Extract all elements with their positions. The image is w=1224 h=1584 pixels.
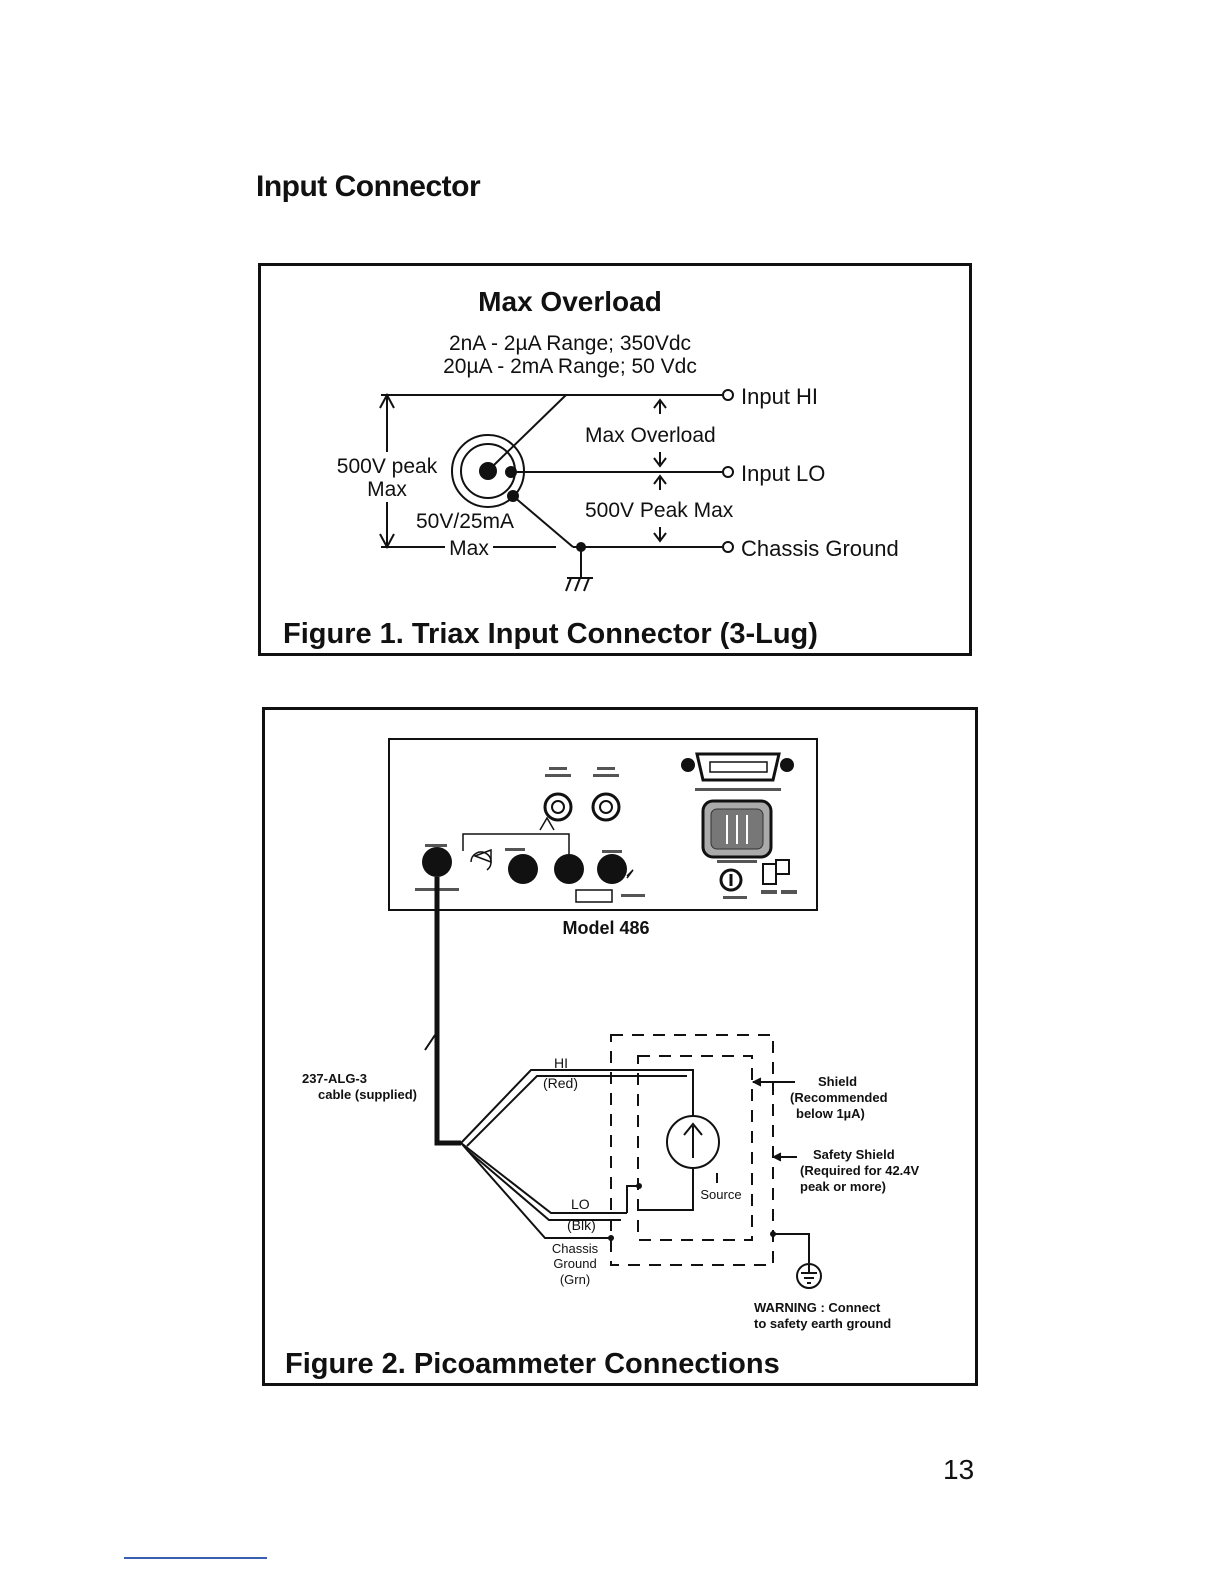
- shield-label-1: Shield: [818, 1074, 857, 1089]
- max-overload-label: Max Overload: [585, 424, 716, 447]
- figure-2-picoammeter-connections: Model 486 237-ALG-3 cable (supplied) HI …: [262, 707, 978, 1386]
- figure-2-diagram: Model 486 237-ALG-3 cable (supplied) HI …: [285, 738, 920, 1380]
- shield-label-3: below 1µA): [796, 1106, 865, 1121]
- safety-shield-label-3: peak or more): [800, 1179, 886, 1194]
- figure-1-diagram: Max Overload 2nA - 2µA Range; 350Vdc 20µ…: [283, 286, 899, 650]
- 500v-peak-label: 500V peak: [337, 455, 438, 478]
- cable-label-1: 237-ALG-3: [302, 1071, 367, 1086]
- chassis-ground-terminal: [722, 541, 734, 553]
- input-hi-terminal: [722, 389, 734, 401]
- chassis-ground-icon: [565, 577, 593, 592]
- safety-shield-label-2: (Required for 42.4V: [800, 1163, 920, 1178]
- hi-color-label: (Red): [543, 1075, 578, 1091]
- figure-1-triax-connector: Max Overload 2nA - 2µA Range; 350Vdc 20µ…: [258, 263, 972, 656]
- figure-1-caption: Figure 1. Triax Input Connector (3-Lug): [283, 618, 818, 650]
- lug-max-label: Max: [449, 537, 489, 560]
- model-486-rear-panel: [388, 738, 818, 911]
- safety-shield-label-1: Safety Shield: [813, 1147, 895, 1162]
- figure-2-caption: Figure 2. Picoammeter Connections: [285, 1348, 780, 1380]
- model-486-label: Model 486: [562, 918, 649, 938]
- max-overload-heading: Max Overload: [478, 286, 662, 317]
- input-lo-terminal: [722, 466, 734, 478]
- warning-label-2: to safety earth ground: [754, 1316, 891, 1331]
- range-1-text: 2nA - 2µA Range; 350Vdc: [449, 332, 691, 355]
- 500v-max-label: Max: [367, 478, 407, 501]
- chassis-label-3: (Grn): [560, 1272, 590, 1287]
- shield-enclosure: [637, 1055, 753, 1241]
- hi-label: HI: [554, 1055, 568, 1071]
- lo-label: LO: [571, 1196, 590, 1212]
- chassis-label-2: Ground: [553, 1256, 596, 1271]
- triax-cable: [434, 877, 461, 1146]
- page-number: 13: [943, 1454, 975, 1485]
- 50v-25ma-label: 50V/25mA: [416, 510, 514, 533]
- cable-label-2: cable (supplied): [318, 1087, 417, 1102]
- source-label: Source: [700, 1187, 741, 1202]
- input-lo-label: Input LO: [741, 461, 825, 486]
- warning-label-1: WARNING : Connect: [754, 1300, 881, 1315]
- range-2-text: 20µA - 2mA Range; 50 Vdc: [443, 355, 697, 378]
- footer-rule: [124, 1557, 267, 1559]
- input-hi-label: Input HI: [741, 384, 818, 409]
- chassis-label-1: Chassis: [552, 1241, 599, 1256]
- section-title: Input Connector: [256, 170, 481, 203]
- 500v-peak-max-label: 500V Peak Max: [585, 499, 734, 522]
- safety-shield-enclosure: [610, 1034, 774, 1266]
- earth-ground-icon: [796, 1263, 822, 1289]
- chassis-ground-label: Chassis Ground: [741, 536, 899, 561]
- lo-color-label: (Blk): [567, 1217, 596, 1233]
- shield-label-2: (Recommended: [790, 1090, 888, 1105]
